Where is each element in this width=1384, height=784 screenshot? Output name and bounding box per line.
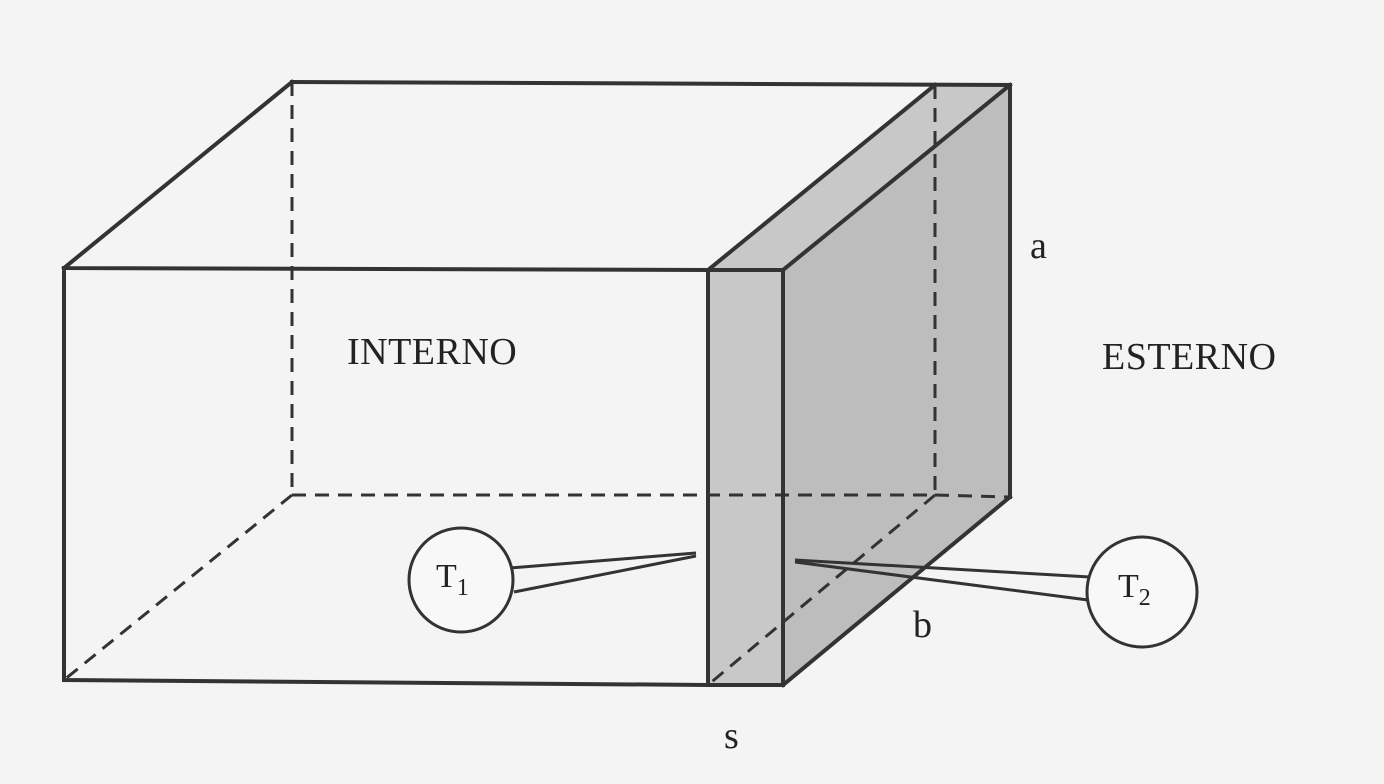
sensor-t2-subscript: 2 (1138, 584, 1151, 611)
sensor-t1 (407, 526, 697, 634)
wall-right-face (783, 85, 1010, 685)
depth-label: b (913, 604, 932, 646)
height-label: a (1030, 225, 1047, 267)
exterior-label: ESTERNO (1102, 336, 1277, 378)
sensor-t2-label: T2 (1118, 568, 1151, 612)
thickness-label: s (724, 715, 739, 757)
wall-front-face (708, 270, 783, 685)
sensor-t1-label: T1 (436, 558, 469, 602)
sensor-t2-name: T (1118, 568, 1139, 605)
sensor-t1-subscript: 1 (456, 574, 469, 601)
sensor-t1-name: T (436, 558, 457, 595)
hidden-edges (63, 82, 1011, 687)
sensor-t2 (794, 535, 1199, 649)
interior-label: INTERNO (347, 331, 518, 373)
visible-edges (61, 79, 1013, 688)
